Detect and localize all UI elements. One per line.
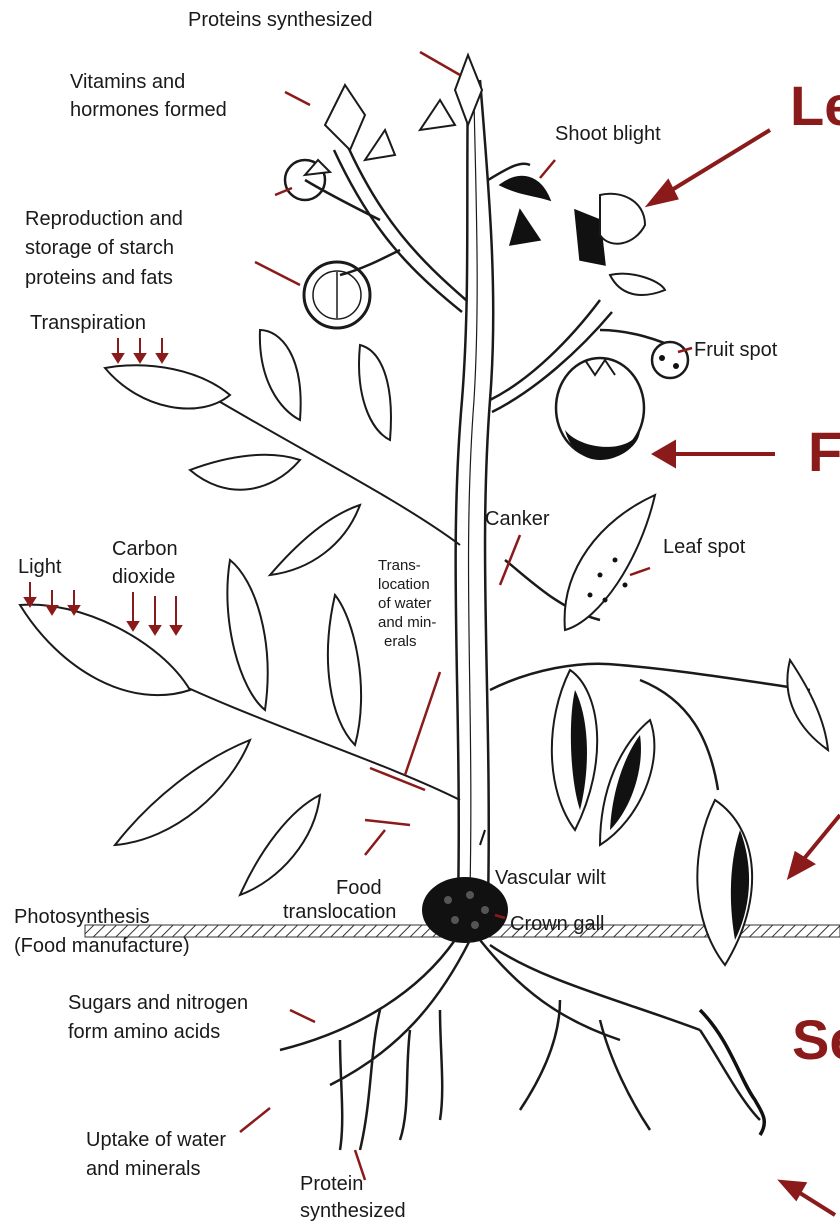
- label-carbon-line2: dioxide: [112, 565, 175, 589]
- label-reproduction-line3: proteins and fats: [25, 266, 173, 290]
- label-proteins-synthesized: Proteins synthesized: [188, 8, 373, 32]
- small-fruit: [652, 342, 688, 378]
- leaf-spot-leaf: [565, 495, 655, 630]
- label-sugars-line2: form amino acids: [68, 1020, 220, 1044]
- label-crown-gall: Crown gall: [510, 912, 604, 936]
- label-vascular-wilt: Vascular wilt: [495, 866, 606, 890]
- shoot-blight-leaves: [500, 177, 605, 265]
- overlay-heading-seed: Se: [792, 1010, 840, 1070]
- main-stem: [456, 80, 494, 905]
- label-sugars-line1: Sugars and nitrogen: [68, 991, 248, 1015]
- label-translocation-line4: and min-: [378, 613, 436, 632]
- label-translocation-line2: location: [378, 575, 430, 594]
- label-photosynthesis-line1: Photosynthesis: [14, 905, 150, 929]
- label-vitamins-line2: hormones formed: [70, 98, 227, 122]
- overlay-heading-fruit: F: [808, 422, 840, 482]
- rotting-fruit: [556, 358, 644, 460]
- label-translocation-line3: of water: [378, 594, 431, 613]
- fruit-spot-dot-1: [659, 355, 665, 361]
- diseased-root: [700, 1010, 764, 1135]
- label-translocation-line5: erals: [384, 632, 417, 651]
- label-protein-bottom-line2: synthesized: [300, 1199, 406, 1223]
- label-food-line1: Food: [336, 876, 382, 900]
- label-light: Light: [18, 555, 61, 579]
- label-fruit-spot: Fruit spot: [694, 338, 777, 362]
- label-shoot-blight: Shoot blight: [555, 122, 661, 146]
- label-translocation-line1: Trans-: [378, 556, 421, 575]
- label-canker: Canker: [485, 507, 549, 531]
- label-protein-bottom-line1: Protein: [300, 1172, 363, 1196]
- label-reproduction-line2: storage of starch: [25, 236, 174, 260]
- label-vitamins-line1: Vitamins and: [70, 70, 185, 94]
- overlay-heading-leaf: Le: [790, 76, 840, 136]
- root-system: [280, 940, 760, 1150]
- label-leaf-spot: Leaf spot: [663, 535, 745, 559]
- label-carbon-line1: Carbon: [112, 537, 178, 561]
- label-photosynthesis-line2: (Food manufacture): [14, 934, 190, 958]
- label-uptake-line1: Uptake of water: [86, 1128, 226, 1152]
- label-uptake-line2: and minerals: [86, 1157, 201, 1181]
- label-food-line2: translocation: [283, 900, 396, 924]
- shoot-blight-outline: [600, 194, 665, 295]
- label-reproduction-line1: Reproduction and: [25, 207, 183, 231]
- label-transpiration: Transpiration: [30, 311, 146, 335]
- fruit-spot-dot-2: [673, 363, 679, 369]
